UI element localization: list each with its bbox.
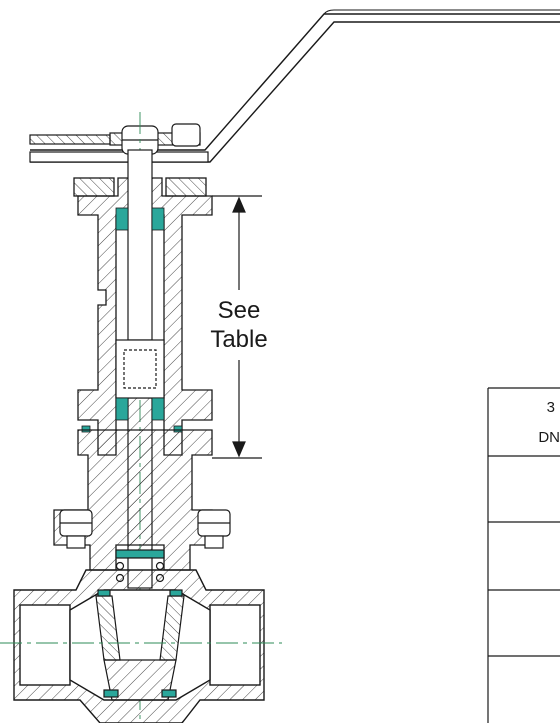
- dimension-label-line1: See: [218, 297, 261, 324]
- dimension-marker: [212, 195, 262, 459]
- dimension-table: [487, 387, 560, 723]
- dimension-label-line2: Table: [210, 326, 267, 353]
- gate-wedge: [95, 589, 185, 701]
- packing-seals: [81, 207, 183, 433]
- stem-coupling: [115, 339, 165, 399]
- table-header-line2: DN: [538, 429, 560, 446]
- flange-bolts: [59, 509, 231, 549]
- table-header-line1: 3: [547, 399, 555, 416]
- bonnet-extension: [73, 177, 213, 456]
- valve-body: [13, 569, 265, 723]
